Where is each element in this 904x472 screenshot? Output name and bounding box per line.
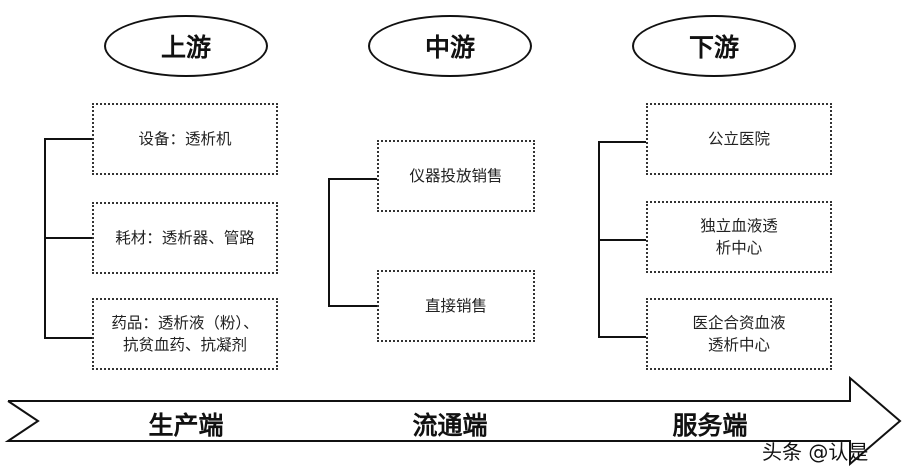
downstream-item-public-hospital: 公立医院 [646,103,832,175]
midstream-title: 中游 [368,15,532,77]
midstream-connector-1 [328,178,377,180]
upstream-item-consumables: 耗材：透析器、管路 [92,202,278,274]
stage-label-production: 生产端 [148,411,224,440]
downstream-title: 下游 [632,15,796,77]
midstream-bracket-vertical [328,178,330,306]
downstream-item-jv-center: 医企合资血液 透析中心 [646,298,832,370]
midstream-item-direct-sales: 直接销售 [377,270,535,342]
upstream-connector-3 [44,337,92,339]
downstream-connector-1 [598,141,646,143]
upstream-connector-1 [44,138,92,140]
upstream-title: 上游 [104,15,268,77]
arrow-outline [4,375,902,467]
downstream-connector-2 [598,239,646,241]
downstream-item-independent-center: 独立血液透 析中心 [646,201,832,273]
stage-label-distribution: 流通端 [412,411,488,440]
watermark: 头条 @认是 [762,440,869,464]
upstream-item-equipment: 设备：透析机 [92,103,278,175]
upstream-connector-2 [44,237,92,239]
midstream-item-placement: 仪器投放销售 [377,140,535,212]
upstream-item-drugs: 药品：透析液（粉）、 抗贫血药、抗凝剂 [92,298,278,370]
downstream-connector-3 [598,336,646,338]
midstream-connector-2 [328,305,377,307]
stage-label-service: 服务端 [672,411,748,440]
